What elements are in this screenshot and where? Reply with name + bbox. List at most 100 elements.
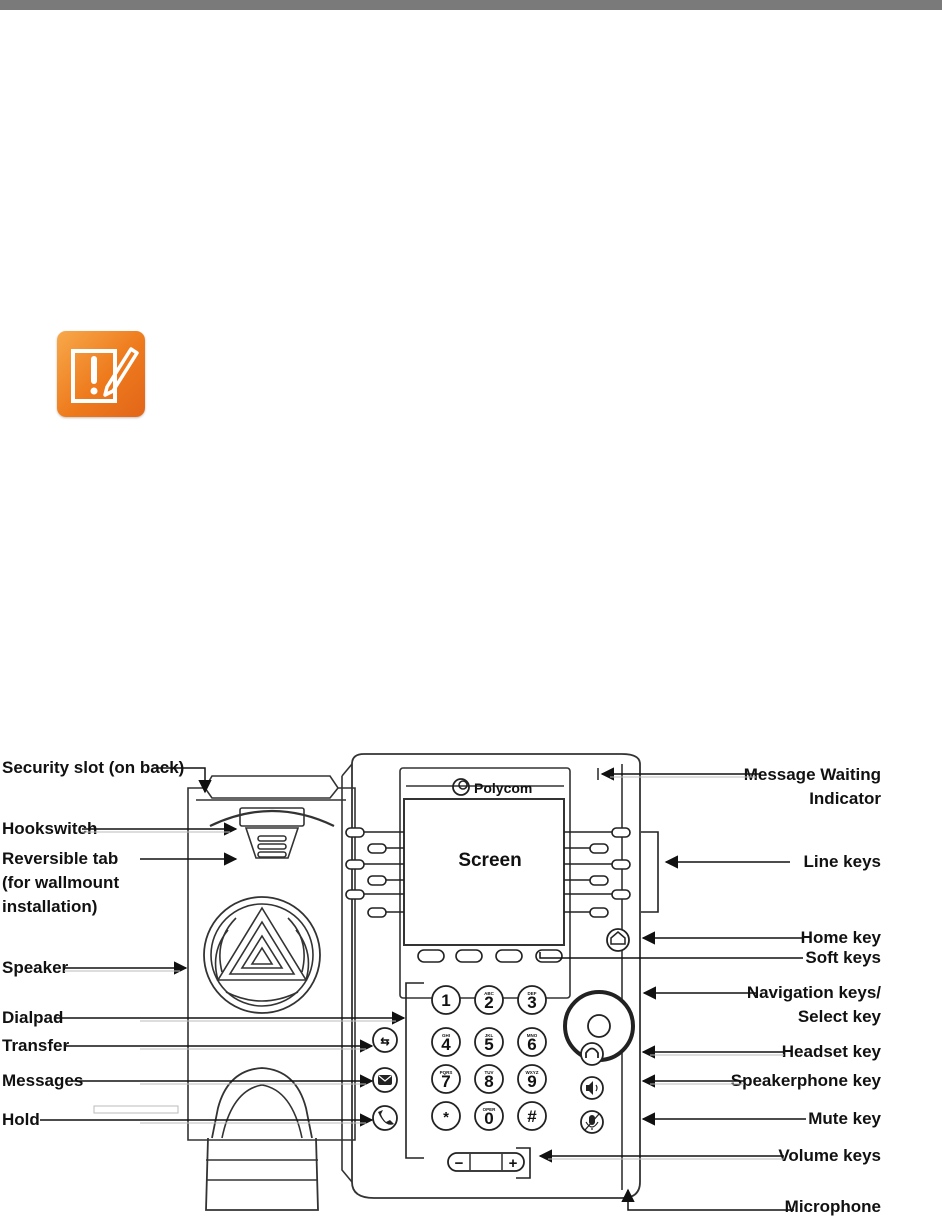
line-key-leaders (364, 831, 612, 913)
label-indicator: Indicator (809, 789, 881, 808)
dialpad-bracket (405, 982, 424, 1159)
dialpad-letters: DEF (528, 991, 537, 996)
line-key[interactable] (589, 843, 609, 854)
hold-key[interactable] (372, 1105, 398, 1131)
label-select-key: Select key (798, 1007, 882, 1026)
dialpad-digit: 8 (484, 1072, 493, 1091)
line-key[interactable] (367, 843, 387, 854)
label-microphone: Microphone (785, 1197, 881, 1216)
dialpad-key-1[interactable]: 1 (431, 985, 461, 1015)
line-key[interactable] (611, 827, 631, 838)
line-key[interactable] (367, 875, 387, 886)
label-message-waiting: Message Waiting (744, 765, 881, 784)
transfer-key[interactable]: ⇆ (372, 1027, 398, 1053)
callout-leaders (40, 767, 806, 1211)
label-security-slot: Security slot (on back) (2, 758, 184, 777)
label-reversible-tab-2: (for wallmount (2, 873, 119, 892)
line-key[interactable] (345, 859, 365, 870)
line-key[interactable] (367, 907, 387, 918)
dialpad-letters: JKL (485, 1033, 494, 1038)
dialpad-letters: WXYZ (526, 1070, 539, 1075)
dialpad-digit: 3 (527, 993, 536, 1012)
soft-key-4[interactable] (535, 949, 563, 963)
dialpad-digit: 7 (441, 1072, 450, 1091)
label-navigation-keys: Navigation keys/ (747, 983, 881, 1002)
label-reversible-tab-3: installation) (2, 897, 97, 916)
home-key[interactable] (606, 928, 630, 952)
line-key[interactable] (589, 907, 609, 918)
headset-icon (585, 1047, 599, 1058)
dialpad-digit: 9 (527, 1072, 536, 1091)
label-dialpad: Dialpad (2, 1008, 63, 1027)
transfer-icon: ⇆ (380, 1036, 389, 1048)
soft-key-2[interactable] (455, 949, 483, 963)
dialpad-key-star[interactable]: * (431, 1101, 461, 1131)
soft-key-1[interactable] (417, 949, 445, 963)
label-speaker: Speaker (2, 958, 69, 977)
dialpad-letters: PQRS (440, 1070, 453, 1075)
label-line-keys: Line keys (804, 852, 882, 871)
soft-key-3[interactable] (495, 949, 523, 963)
dialpad-letters: GHI (442, 1033, 450, 1038)
speakerphone-key[interactable] (580, 1076, 604, 1100)
microphone-icon (589, 1115, 595, 1125)
volume-minus[interactable]: − (455, 1155, 464, 1172)
line-key[interactable] (589, 875, 609, 886)
leader-shadows (64, 776, 784, 1160)
speaker-icon (586, 1081, 593, 1095)
brand-name: Polycom (474, 780, 532, 796)
headset-key[interactable] (580, 1042, 604, 1066)
dialpad-letters: OPER (483, 1107, 497, 1112)
label-hookswitch: Hookswitch (2, 819, 97, 838)
messages-key[interactable] (372, 1067, 398, 1093)
label-messages: Messages (2, 1071, 83, 1090)
dialpad-digit: 4 (441, 1035, 451, 1054)
dialpad-digit: 5 (484, 1035, 493, 1054)
line-key[interactable] (611, 889, 631, 900)
note-icon (57, 331, 145, 417)
hold-icon (378, 1110, 394, 1125)
dialpad-digit: 0 (484, 1109, 493, 1128)
dialpad-letters: ABC (484, 991, 494, 996)
dialpad-digit: 2 (484, 993, 493, 1012)
top-bar (0, 0, 942, 10)
label-volume-keys: Volume keys (778, 1146, 881, 1165)
phone-base (341, 753, 641, 1199)
line-key[interactable] (345, 889, 365, 900)
dialpad-digit: 1 (441, 991, 450, 1010)
line-keys (345, 827, 631, 918)
line-key[interactable] (345, 827, 365, 838)
label-home-key: Home key (801, 928, 882, 947)
dialpad-letters: MNO (527, 1033, 538, 1038)
dialpad-digit: * (443, 1109, 449, 1126)
label-headset-key: Headset key (782, 1042, 882, 1061)
volume-keys[interactable]: − + (447, 1152, 525, 1172)
label-mute-key: Mute key (808, 1109, 881, 1128)
handset (187, 775, 356, 1211)
label-soft-keys: Soft keys (805, 948, 881, 967)
line-key[interactable] (611, 859, 631, 870)
screen-label: Screen (458, 850, 521, 871)
home-icon (610, 931, 626, 945)
dialpad-digit: # (527, 1107, 537, 1126)
select-key[interactable] (587, 1014, 611, 1038)
mute-key[interactable] (580, 1110, 604, 1134)
dialpad-letters: TUV (485, 1070, 494, 1075)
polycom-logo: Polycom (452, 778, 532, 796)
dialpad-key-pound[interactable]: # (517, 1101, 547, 1131)
soft-keys (417, 949, 563, 963)
volume-plus[interactable]: + (509, 1155, 518, 1172)
navigation-keys[interactable] (563, 990, 635, 1062)
label-speakerphone-key: Speakerphone key (731, 1071, 882, 1090)
